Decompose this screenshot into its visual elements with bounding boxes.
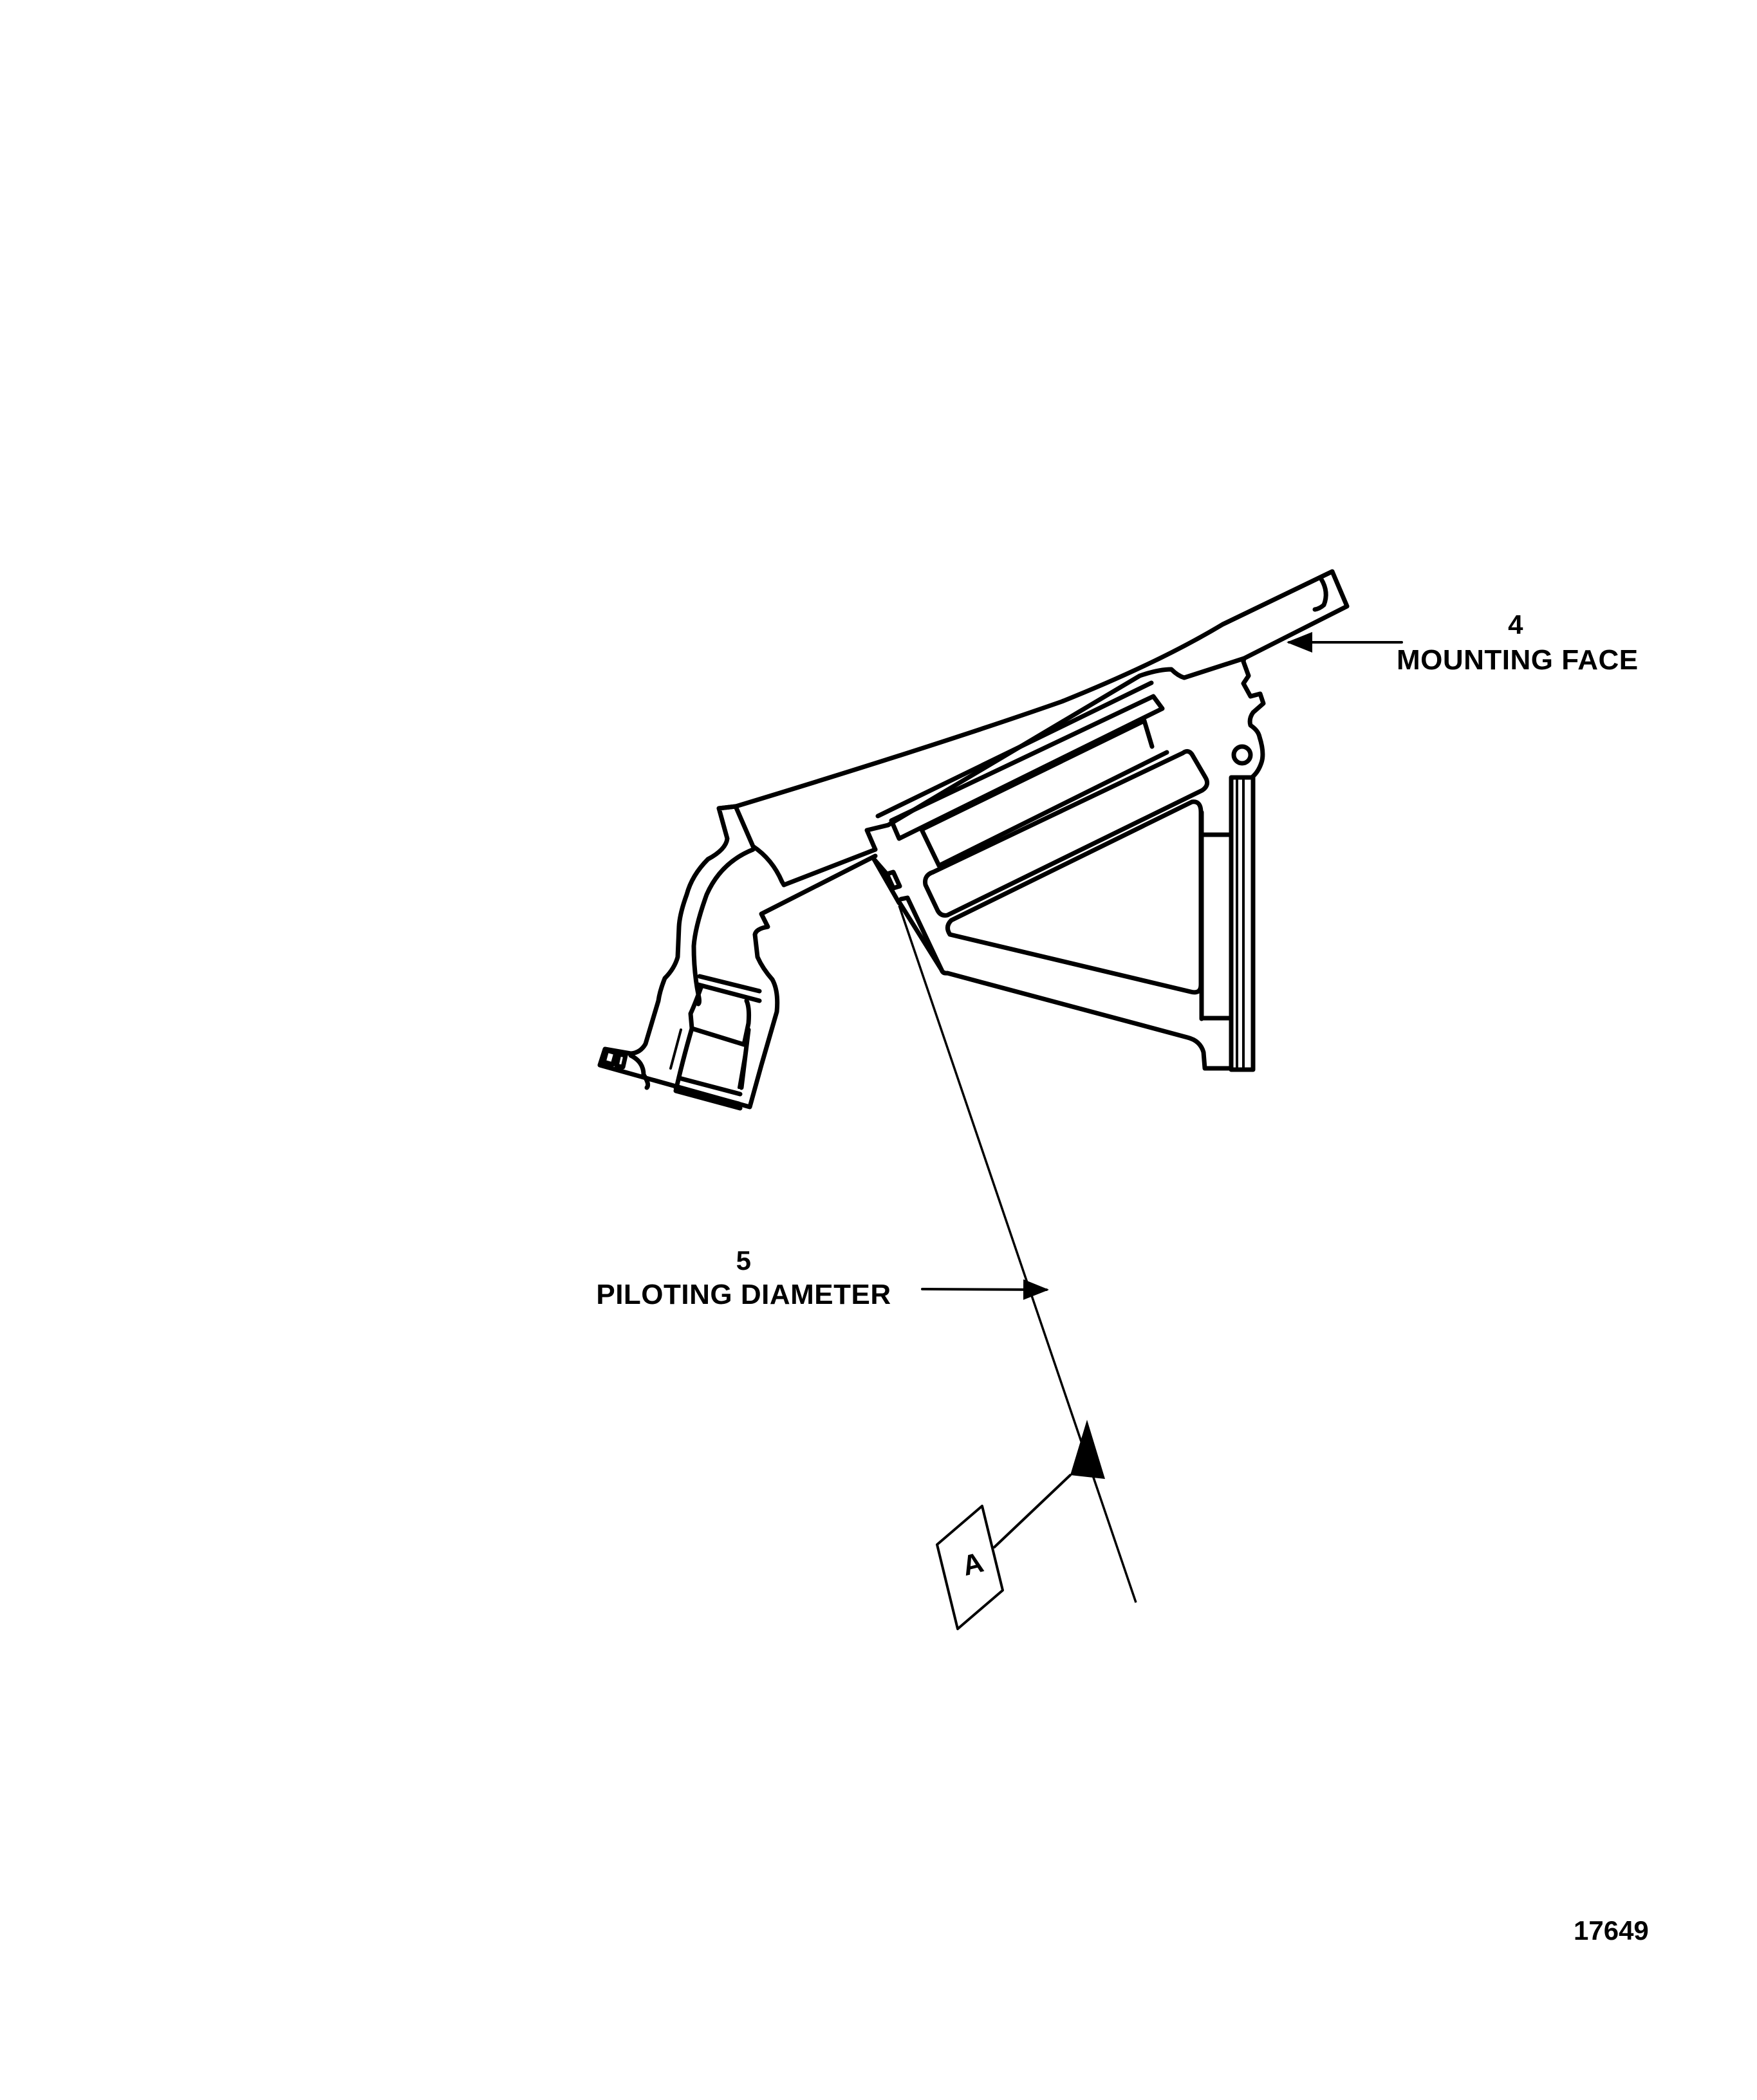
center-post (871, 857, 944, 972)
callout-mounting-face: 4 MOUNTING FACE (1397, 609, 1639, 676)
datum-triangle-icon (1070, 1420, 1105, 1479)
datum-frame-box (936, 1505, 1004, 1630)
left-housing-section (597, 804, 878, 1111)
piloting-diameter-leader-arrow (921, 1279, 1049, 1300)
callout-label-piloting-diameter: PILOTING DIAMETER (596, 1279, 891, 1310)
figure-number: 17649 (1574, 1915, 1649, 1946)
piloting-diameter-extension-line (898, 905, 1137, 1603)
upper-rails (864, 569, 1350, 868)
callout-label-mounting-face: MOUNTING FACE (1397, 644, 1639, 676)
callout-number-4: 4 (1508, 609, 1523, 640)
callout-number-5: 5 (736, 1245, 752, 1276)
top-shroud-edge (733, 569, 1335, 809)
triangular-web-window (945, 799, 1204, 995)
callout-piloting-diameter: 5 PILOTING DIAMETER (575, 1247, 913, 1309)
right-hub (1199, 656, 1266, 1072)
bolt-hole (1231, 744, 1253, 766)
datum-symbol (936, 1420, 1105, 1630)
lower-plate (923, 748, 1210, 918)
